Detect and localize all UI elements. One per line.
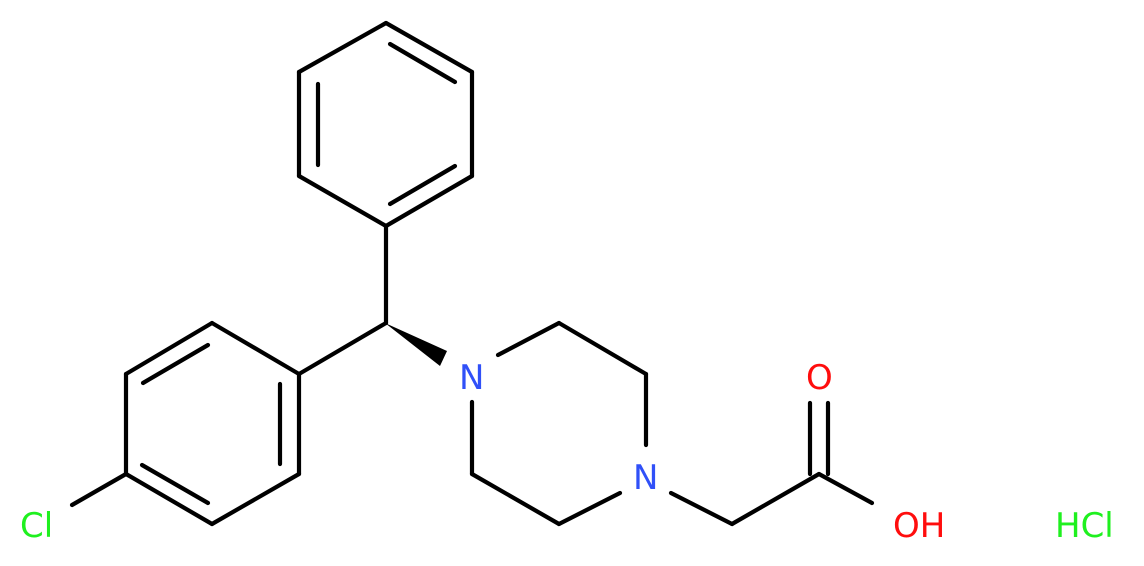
bond (556, 490, 623, 527)
bond (729, 471, 822, 527)
bond (209, 471, 302, 527)
bond (556, 320, 649, 377)
piperazine-ring (469, 320, 649, 527)
double-bond-inner (139, 462, 211, 506)
bond (123, 471, 215, 527)
bond (816, 471, 875, 506)
bond (123, 320, 215, 377)
double-bond-inner (140, 342, 211, 386)
bond (469, 471, 562, 527)
nitrogen-label: N (459, 358, 484, 398)
double-bond-inner (387, 41, 458, 85)
hydroxyl-label: OH (893, 506, 945, 546)
wedge-bond (385, 323, 447, 366)
bond (296, 320, 389, 377)
bond (668, 490, 735, 527)
bond (383, 20, 475, 75)
bond (296, 173, 389, 229)
double-bond-inner (387, 163, 458, 207)
chlorine-label: Cl (20, 506, 53, 546)
phenyl-ring (296, 20, 475, 229)
bond (383, 173, 475, 229)
bond (69, 471, 129, 508)
bond (296, 20, 389, 75)
hcl-label: HCl (1055, 506, 1114, 546)
bond (209, 320, 302, 377)
chlorophenyl-ring (123, 320, 302, 527)
oxygen-label: O (806, 358, 833, 398)
nitrogen-label: N (633, 458, 658, 498)
bond (495, 320, 562, 358)
